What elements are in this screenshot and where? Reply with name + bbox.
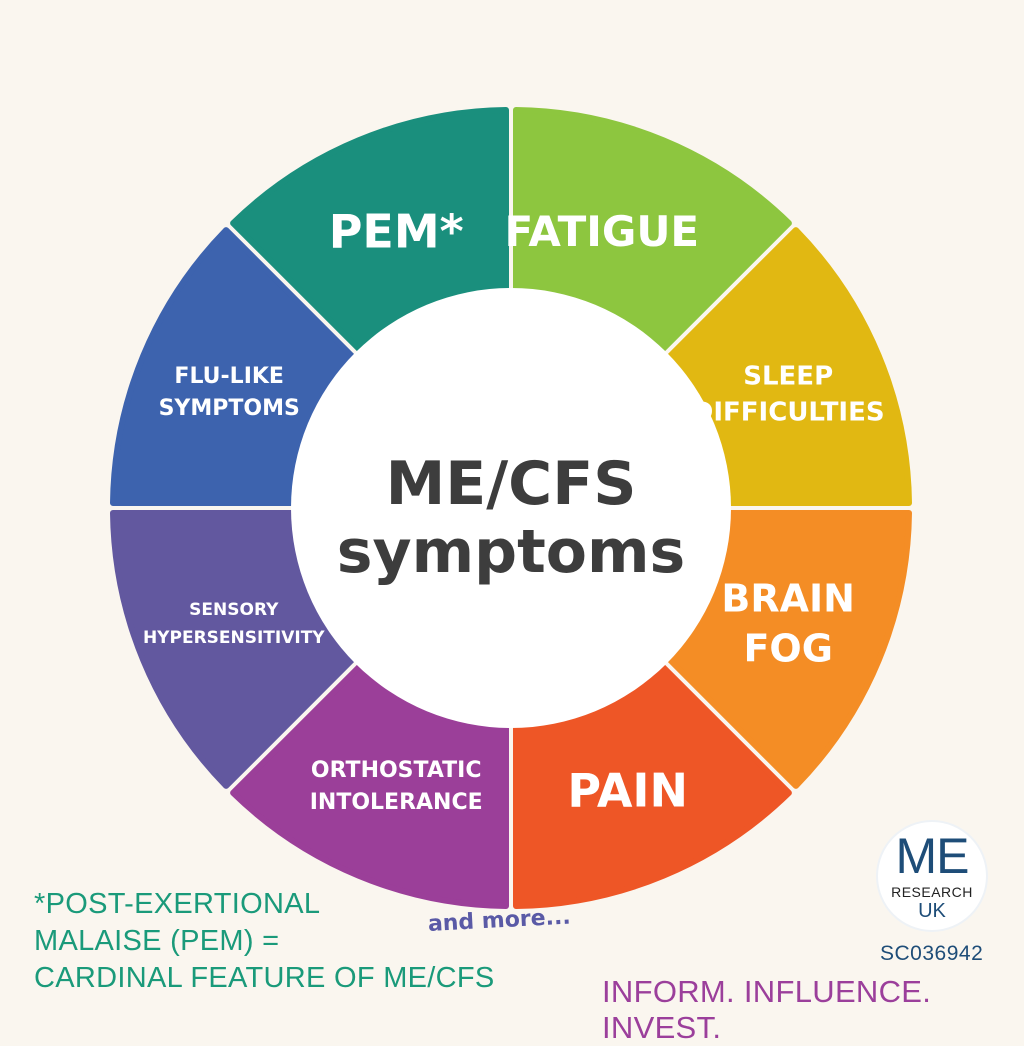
center-subtitle: symptoms: [337, 517, 685, 587]
label-sleep-difficulties-line-2: DIFFICULTIES: [692, 398, 885, 428]
footnote-line-2: MALAISE (PEM) =: [34, 925, 280, 957]
label-orthostatic-intolerance-line-2: INTOLERANCE: [310, 790, 483, 815]
label-orthostatic-intolerance-line-1: ORTHOSTATIC: [311, 758, 482, 783]
charity-number: SC036942: [880, 942, 984, 965]
footnote-line-3: CARDINAL FEATURE OF ME/CFS: [34, 962, 495, 994]
center-title: ME/CFS: [386, 449, 637, 519]
logo-me-text: ME: [895, 828, 970, 884]
label-brain-fog-line-2: FOG: [743, 627, 832, 671]
center-circle: [291, 288, 731, 728]
label-brain-fog-line-1: BRAIN: [721, 577, 855, 621]
pem-footnote: *POST-EXERTIONAL MALAISE (PEM) = CARDINA…: [34, 886, 495, 997]
label-sensory-hypersensitivity-line-2: HYPERSENSITIVITY: [143, 628, 325, 648]
label-pain: PAIN: [567, 763, 688, 817]
footnote-line-1: *POST-EXERTIONAL: [34, 888, 321, 920]
label-flu-like-symptoms-line-2: SYMPTOMS: [159, 396, 300, 421]
label-flu-like-symptoms-line-1: FLU-LIKE: [174, 364, 284, 389]
label-pem: PEM*: [329, 204, 464, 258]
symptom-wheel: FATIGUE SLEEP DIFFICULTIES BRAIN FOG PAIN ORTH…: [110, 107, 912, 909]
logo-research-text: RESEARCH: [891, 884, 973, 900]
tagline: INFORM. INFLUENCE. INVEST.: [602, 974, 932, 1045]
label-sleep-difficulties-line-1: SLEEP: [743, 362, 833, 392]
logo-uk-text: UK: [918, 900, 946, 922]
label-sensory-hypersensitivity-line-1: SENSORY: [189, 600, 279, 620]
label-fatigue: FATIGUE: [504, 207, 699, 256]
me-research-uk-logo: ME RESEARCH UK: [878, 822, 986, 930]
